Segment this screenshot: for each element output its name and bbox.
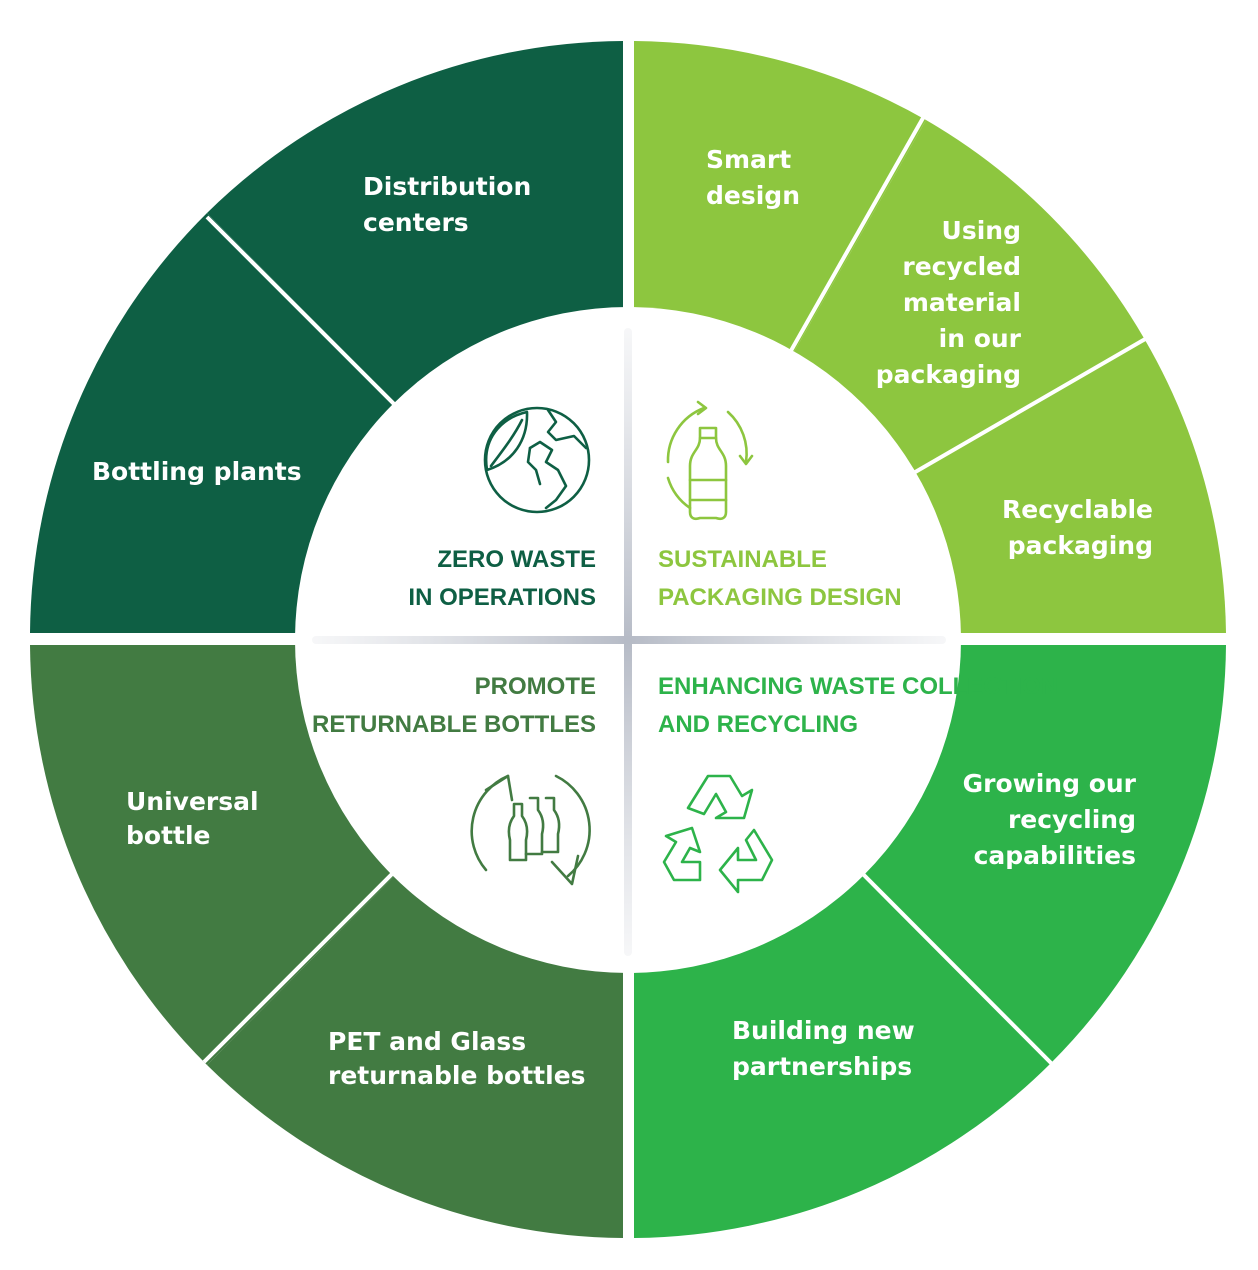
label-line: PROMOTE (475, 673, 596, 700)
label-line: packaging (1008, 531, 1153, 560)
label-line: centers (363, 208, 469, 237)
label-smart-design: Smart design (706, 145, 800, 210)
label-line: design (706, 181, 800, 210)
label-line: PET and Glass (328, 1027, 526, 1056)
label-line: Growing our (963, 769, 1137, 798)
label-line: Building new (732, 1016, 915, 1045)
label-line: AND RECYCLING (658, 711, 858, 738)
label-line: ZERO WASTE (437, 546, 596, 573)
label-line: Using (942, 216, 1021, 245)
label-line: returnable bottles (328, 1061, 586, 1090)
label-line: packaging (876, 360, 1021, 389)
label-line: Smart (706, 145, 791, 174)
segment-labels: Distribution centers Bottling plants Smar… (92, 145, 1153, 1090)
label-universal-bottle: Universal bottle (126, 787, 259, 850)
label-line: ENHANCING WASTE COLLECTION (658, 673, 1058, 700)
returnable-bottles-icon (470, 774, 591, 886)
label-line: SUSTAINABLE (658, 546, 827, 573)
center-labels: ZERO WASTE IN OPERATIONS SUSTAINABLE PACKA… (312, 546, 1058, 738)
label-line: capabilities (974, 841, 1136, 870)
label-distribution-centers: Distribution centers (363, 172, 531, 237)
label-line: IN OPERATIONS (408, 584, 596, 611)
label-recyclable-packaging: Recyclable packaging (1002, 495, 1153, 560)
label-line: recycled (902, 252, 1021, 281)
recycle-icon (662, 774, 774, 894)
label-line: recycling (1008, 805, 1136, 834)
label-enhancing-waste: ENHANCING WASTE COLLECTION AND RECYCLING (658, 673, 1058, 738)
label-sustainable-packaging: SUSTAINABLE PACKAGING DESIGN (658, 546, 902, 611)
label-line: Distribution (363, 172, 531, 201)
globe-leaf-icon (483, 406, 591, 514)
label-line: RETURNABLE BOTTLES (312, 711, 596, 738)
label-pet-glass: PET and Glass returnable bottles (328, 1027, 586, 1090)
horizontal-divider (312, 636, 946, 644)
label-building-partnerships: Building new partnerships (732, 1016, 915, 1081)
label-growing-recycling: Growing our recycling capabilities (963, 769, 1137, 870)
label-promote-returnable: PROMOTE RETURNABLE BOTTLES (312, 673, 596, 738)
label-bottling-plants: Bottling plants (92, 457, 302, 486)
label-line: material (903, 288, 1021, 317)
label-line: bottle (126, 821, 211, 850)
label-line: PACKAGING DESIGN (658, 584, 902, 611)
label-line: Universal (126, 787, 259, 816)
label-using-recycled: Using recycled material in our packaging (876, 216, 1022, 389)
label-line: partnerships (732, 1052, 912, 1081)
label-zero-waste: ZERO WASTE IN OPERATIONS (408, 546, 596, 611)
label-line: Bottling plants (92, 457, 302, 486)
label-line: in our (939, 324, 1022, 353)
bottle-cycle-icon (666, 400, 754, 521)
label-line: Recyclable (1002, 495, 1153, 524)
